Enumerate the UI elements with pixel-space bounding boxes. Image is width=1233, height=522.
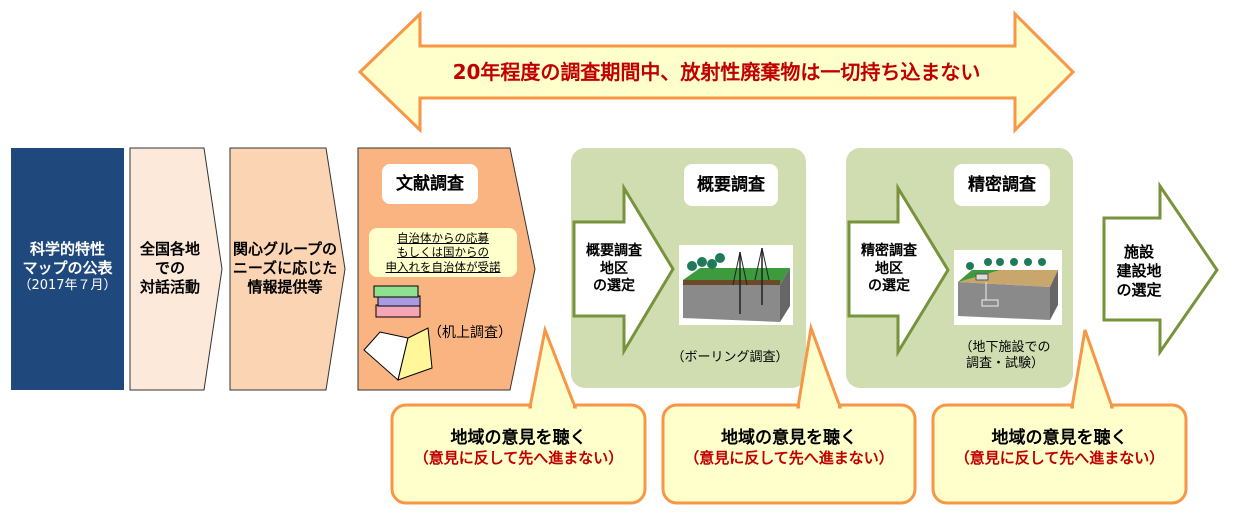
detailed-title: 精密調査 xyxy=(954,164,1050,206)
caption-line1: （地下施設での xyxy=(959,340,1051,355)
underground-facility-image xyxy=(954,250,1062,325)
callout-3 xyxy=(931,329,1188,505)
note-line3: 申入れを自治体が受諾 xyxy=(385,259,501,274)
dialogue-step: 全国各地 での 対話活動 xyxy=(130,240,210,296)
info-line3: 情報提供等 xyxy=(247,277,323,296)
dialogue-chevron xyxy=(129,147,223,391)
callout-2 xyxy=(661,322,917,505)
callout-2-text: 地域の意見を聴く （意見に反して先へ進まない） xyxy=(663,428,915,468)
callout-3-line2: （意見に反して先へ進まない） xyxy=(954,449,1165,468)
overview-title: 概要調査 xyxy=(684,164,778,206)
books-icon xyxy=(363,285,433,381)
boring-caption: （ボーリング調査） xyxy=(671,350,789,365)
overview-arrow xyxy=(572,182,675,357)
map-step: 科学的特性 マップの公表 （2017年７月） xyxy=(11,240,124,294)
note-line2: もしくは国からの xyxy=(397,245,489,260)
overview-arrow-line3: の選定 xyxy=(593,278,635,294)
literature-title: 文献調査 xyxy=(382,164,478,204)
map-date: （2017年７月） xyxy=(18,277,117,293)
detailed-arrow-text: 精密調査 地区 の選定 xyxy=(849,243,929,296)
callout-3-text: 地域の意見を聴く （意見に反して先へ進まない） xyxy=(933,428,1186,468)
map-line2: マップの公表 xyxy=(22,258,113,277)
info-line2: ニーズに応じた xyxy=(232,258,338,277)
boring-survey-image xyxy=(679,245,793,325)
dialogue-line3: 対話活動 xyxy=(139,277,200,296)
note-line1: 自治体からの応募 xyxy=(397,231,489,245)
callout-2-line2: （意見に反して先へ進まない） xyxy=(684,449,894,468)
final-line2: 建設地 xyxy=(1116,261,1162,280)
info-line1: 関心グループの xyxy=(232,240,338,258)
callout-1-line2: （意見に反して先へ進まない） xyxy=(413,449,624,468)
info-chevron xyxy=(229,147,346,391)
final-arrow xyxy=(1102,181,1219,357)
detailed-arrow-line3: の選定 xyxy=(868,278,910,294)
detailed-arrow xyxy=(847,182,950,358)
map-line1: 科学的特性 xyxy=(29,240,105,258)
desk-survey-label: （机上調査） xyxy=(428,325,512,341)
dialogue-line1: 全国各地 xyxy=(139,240,200,258)
caption-line2: 調査・試験） xyxy=(965,356,1044,372)
literature-note: 自治体からの応募 もしくは国からの 申入れを自治体が受諾 xyxy=(369,228,517,278)
overview-arrow-text: 概要調査 地区 の選定 xyxy=(574,243,654,296)
callout-1 xyxy=(390,324,647,505)
banner-text: 20年程度の調査期間中、放射性廃棄物は一切持ち込まない xyxy=(452,60,981,84)
banner-double-arrow xyxy=(357,10,1076,134)
info-step: 関心グループの ニーズに応じた 情報提供等 xyxy=(230,240,340,296)
map-box xyxy=(11,148,124,390)
callout-2-line1: 地域の意見を聴く xyxy=(721,428,857,448)
final-line1: 施設 xyxy=(1123,243,1154,261)
callout-1-text: 地域の意見を聴く （意見に反して先へ進まない） xyxy=(392,428,645,468)
detailed-arrow-line1: 精密調査 xyxy=(861,243,917,259)
overview-arrow-line2: 地区 xyxy=(600,260,628,277)
final-line3: の選定 xyxy=(1116,280,1162,299)
dialogue-line2: での xyxy=(154,258,185,277)
final-step: 施設 建設地 の選定 xyxy=(1104,243,1174,299)
underground-caption: （地下施設での 調査・試験） xyxy=(940,340,1070,373)
detailed-arrow-line2: 地区 xyxy=(875,260,903,277)
callout-1-line1: 地域の意見を聴く xyxy=(450,428,587,448)
callout-3-line1: 地域の意見を聴く xyxy=(991,428,1128,448)
overview-arrow-line1: 概要調査 xyxy=(586,243,642,259)
